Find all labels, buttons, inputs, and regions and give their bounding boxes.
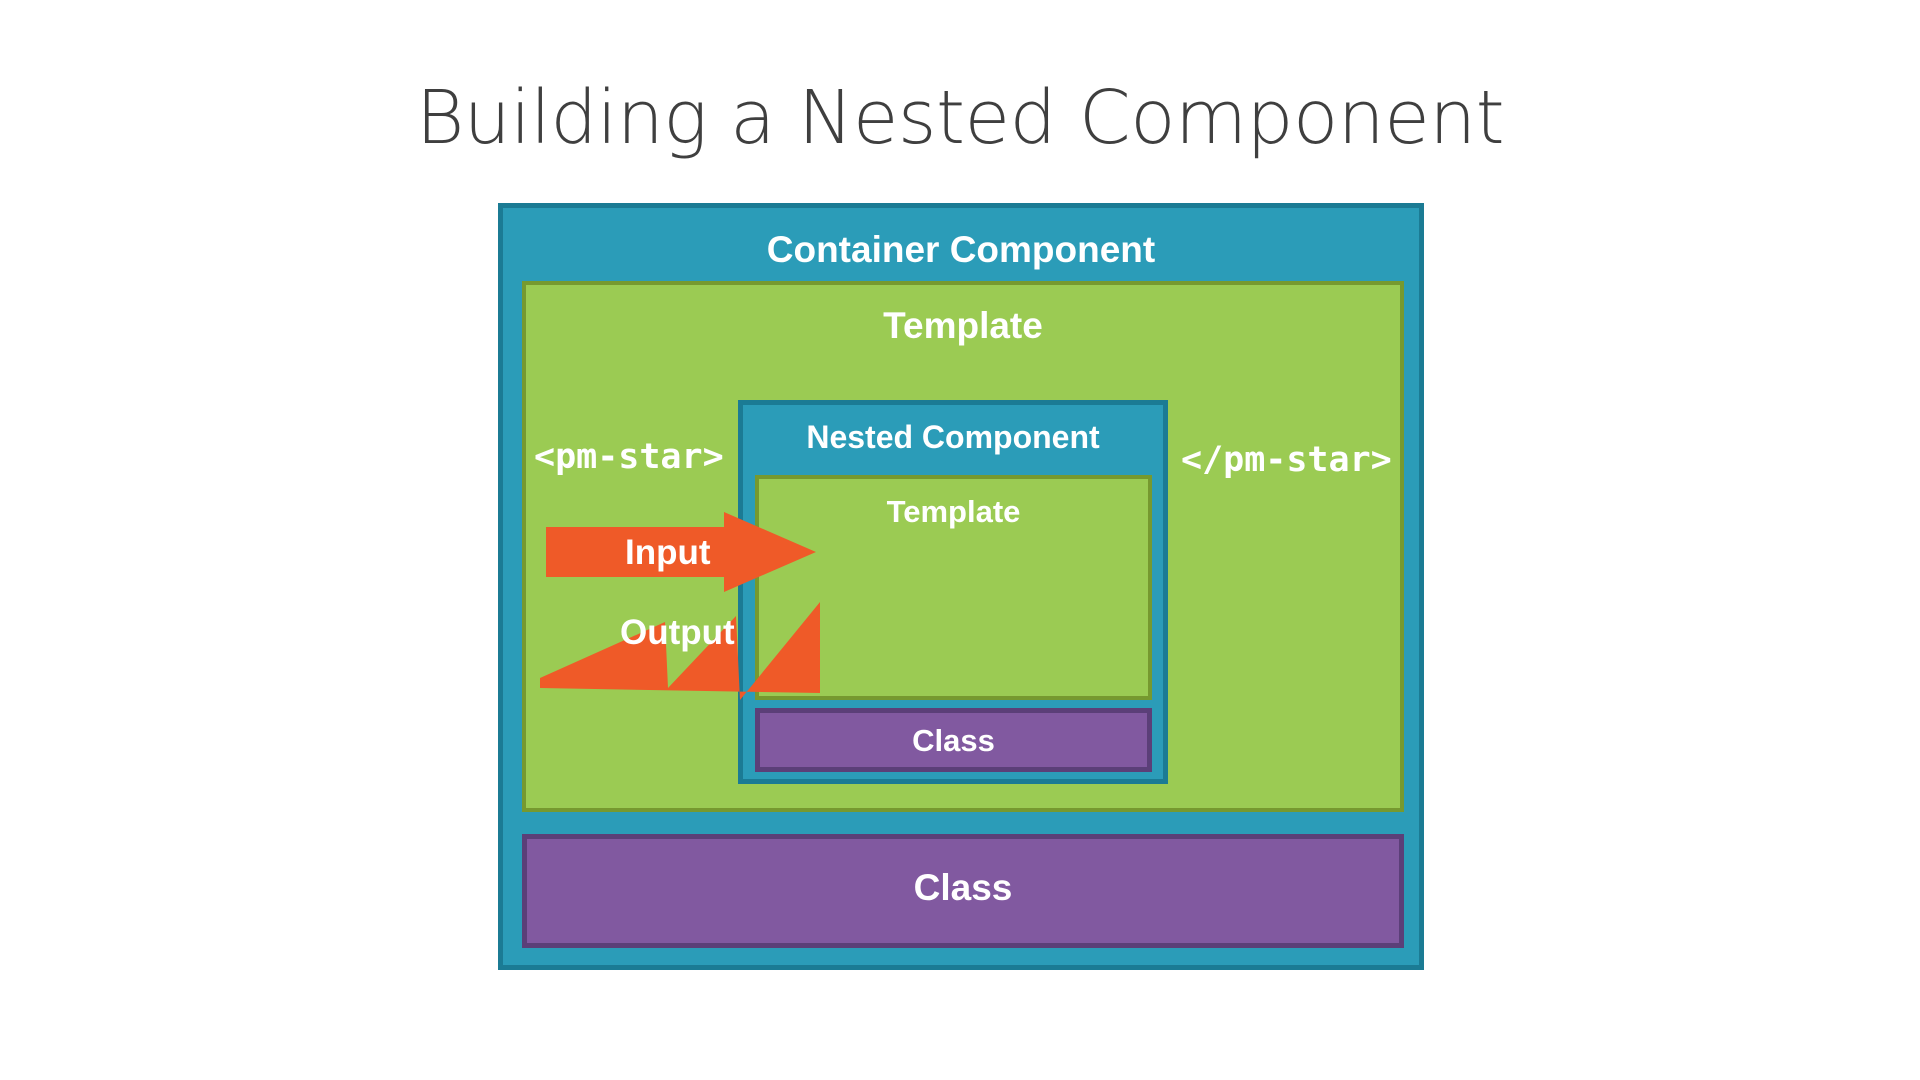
input-arrow-icon	[546, 512, 816, 592]
container-class-label: Class	[913, 867, 1013, 908]
nested-class-box: Class	[755, 708, 1152, 772]
pm-star-open-tag: <pm-star>	[534, 437, 724, 477]
input-arrow-label: Input	[625, 533, 711, 572]
nested-component-label: Nested Component	[806, 419, 1100, 455]
pm-star-close-tag: </pm-star>	[1181, 440, 1392, 480]
output-arrow	[540, 590, 820, 700]
output-arrow-label: Output	[620, 613, 735, 652]
output-arrow-icon	[540, 602, 820, 700]
input-arrow	[546, 512, 816, 592]
container-component-label: Container Component	[766, 229, 1156, 270]
outer-template-label: Template	[883, 305, 1043, 346]
nested-template-label: Template	[886, 494, 1021, 529]
nested-class-label: Class	[912, 723, 995, 758]
page-title: Building a Nested Component	[415, 75, 1505, 161]
container-class-box: Class	[522, 834, 1404, 948]
nested-template-box: Template	[755, 475, 1152, 700]
